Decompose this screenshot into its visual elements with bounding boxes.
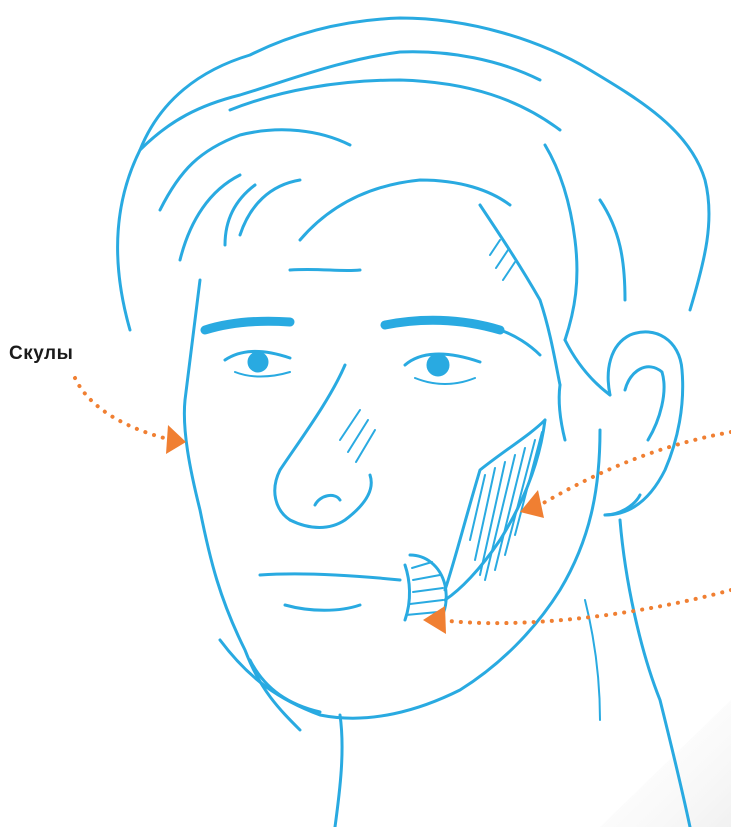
ear-outer (605, 332, 683, 515)
temple-hatching-1 (490, 240, 515, 280)
arrow-heads (166, 425, 544, 634)
nostril (315, 495, 340, 505)
ear-inner (625, 367, 664, 440)
nose-shadow (340, 410, 375, 462)
right-eyebrow (385, 320, 500, 330)
right-eye-pupil (428, 355, 448, 375)
hair-outline (118, 18, 709, 330)
hair-right-side-2 (600, 200, 625, 300)
chin-line (250, 660, 320, 712)
arrowhead-smile-fold (423, 606, 446, 634)
arrow-smile-fold-line (440, 590, 731, 623)
nose-tip (290, 475, 371, 528)
left-eye-lower (235, 372, 290, 377)
sideburn-edge (559, 385, 565, 440)
left-eyebrow (205, 321, 290, 330)
left-eye-pupil (249, 353, 267, 371)
hair-fringe (300, 180, 510, 240)
neck-left (335, 715, 342, 827)
temple-line (480, 205, 560, 385)
hair-strand-2 (160, 130, 350, 210)
hair-strand-1 (230, 80, 560, 130)
label-cheekbones: Скулы (9, 343, 73, 365)
right-head-contour (565, 340, 610, 395)
right-eye-lower (415, 378, 475, 384)
annotation-arrows (75, 378, 731, 623)
hairline (290, 269, 360, 270)
face-left-outline (184, 280, 300, 730)
hair-outline-inner (140, 52, 540, 150)
sketch-lines (118, 18, 709, 827)
lower-lip (285, 605, 360, 610)
smile-fold-inner (405, 565, 410, 620)
arrowhead-cheekbones (166, 425, 186, 454)
upper-lip-line (260, 574, 400, 580)
right-eyebrow-end (500, 330, 540, 355)
arrow-cheek-hollow-line (540, 432, 731, 505)
arrow-cheekbones-line (75, 378, 172, 440)
hair-right-side (545, 145, 577, 340)
